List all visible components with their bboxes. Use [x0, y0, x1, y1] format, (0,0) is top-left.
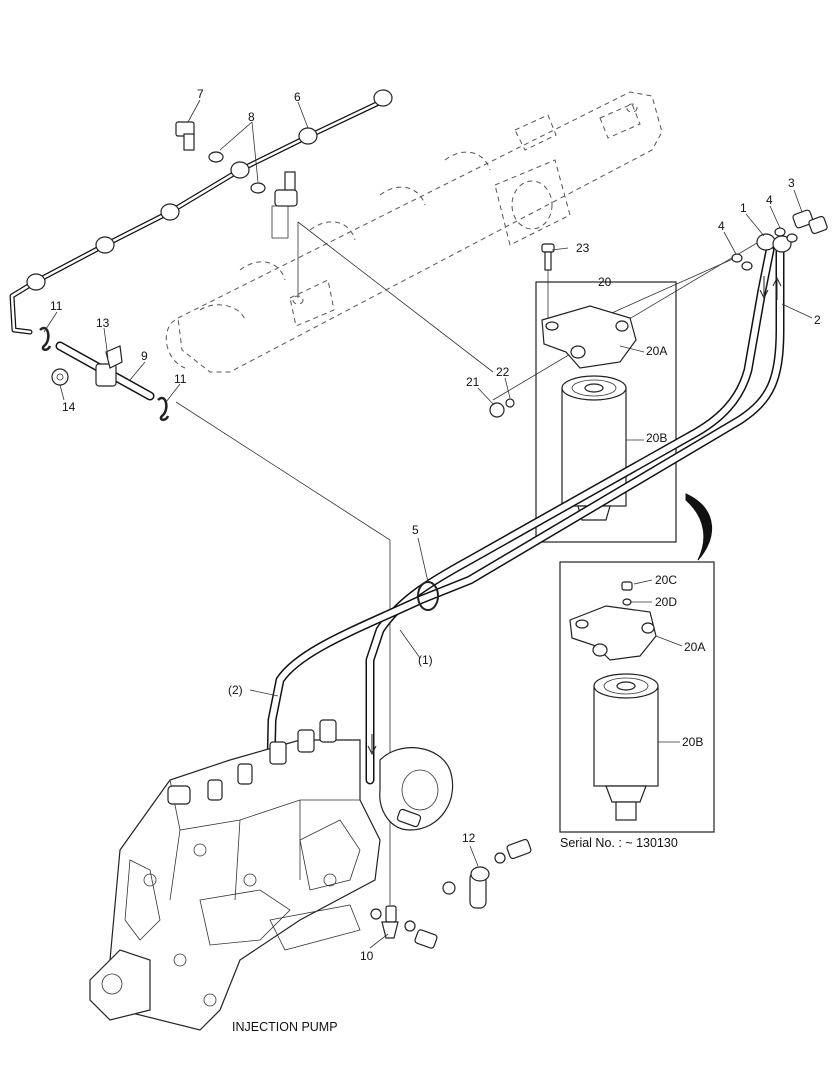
label-3: 3 [788, 176, 795, 190]
label-11a: 11 [50, 299, 63, 313]
callout-leaders [43, 99, 813, 949]
clip-11b [157, 396, 170, 421]
hose-end-fittings [731, 209, 828, 271]
label-20a: 20A [646, 344, 667, 358]
label-2: 2 [814, 313, 821, 327]
clip-11a [39, 326, 52, 351]
label-pipe2: (2) [228, 683, 243, 697]
fuel-pipes [263, 245, 785, 905]
label-pipe1: (1) [418, 653, 433, 667]
label-9: 9 [141, 349, 148, 363]
label-20: 20 [598, 275, 612, 289]
part-labels: 7 6 8 11 13 9 11 14 23 20 20A 21 22 20B … [50, 87, 821, 963]
label-5: 5 [412, 523, 419, 537]
label-13: 13 [96, 316, 110, 330]
washer-8b [250, 182, 266, 194]
detail-label-20d: 20D [655, 595, 677, 609]
label-7: 7 [197, 87, 204, 101]
filter-head-20a [541, 305, 637, 369]
injection-pump [89, 719, 454, 1031]
pump-bolts [396, 808, 422, 828]
filter-assembly-box [535, 281, 677, 543]
label-23: 23 [576, 241, 590, 255]
fuel-return-line [9, 89, 393, 335]
nut-14 [51, 368, 69, 386]
plug-21 [489, 402, 505, 418]
label-22: 22 [496, 365, 510, 379]
detail-label-20b: 20B [682, 735, 703, 749]
banjo-bolt-7 [175, 121, 195, 151]
label-6: 6 [294, 90, 301, 104]
label-14: 14 [62, 400, 76, 414]
intake-manifold-phantom [165, 91, 663, 373]
serial-number-caption: Serial No. : ~ 130130 [560, 836, 678, 850]
bolt-23 [541, 243, 555, 271]
banjo-fitting-10 [370, 905, 438, 949]
detail-label-20c: 20C [655, 573, 677, 587]
label-20b: 20B [646, 431, 667, 445]
washer-8a [208, 151, 224, 163]
label-4a: 4 [766, 193, 773, 207]
injection-pump-caption: INJECTION PUMP [232, 1020, 338, 1034]
label-10: 10 [360, 949, 374, 963]
detail-box [559, 561, 715, 833]
detail-filter-head [569, 581, 657, 661]
injector-stud [271, 171, 298, 239]
label-11b: 11 [174, 372, 187, 386]
detail-label-20a: 20A [684, 640, 705, 654]
o-ring-22 [505, 398, 515, 408]
label-21: 21 [466, 375, 480, 389]
label-8: 8 [248, 110, 255, 124]
label-12: 12 [462, 831, 476, 845]
banjo-fitting-12 [442, 838, 532, 909]
label-1: 1 [740, 201, 747, 215]
detail-pointer [685, 493, 712, 561]
label-4b: 4 [718, 219, 725, 233]
pipe-9 [55, 341, 155, 401]
detail-filter-element [593, 673, 659, 821]
